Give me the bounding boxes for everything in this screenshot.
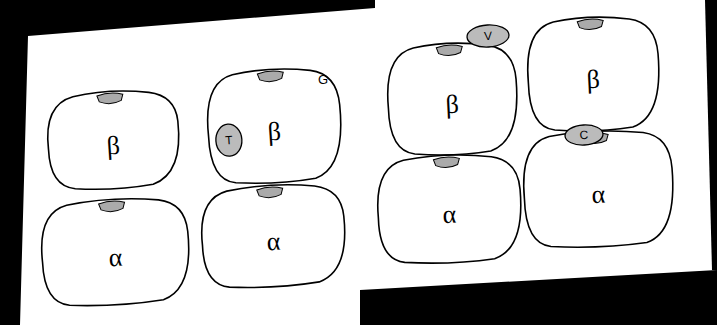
subunit-label: α bbox=[266, 227, 282, 258]
site-label: V bbox=[484, 29, 493, 43]
tubulin-subunit: α bbox=[197, 181, 350, 291]
tubulin-subunit: α bbox=[519, 128, 677, 250]
subunit-label: β bbox=[106, 131, 121, 162]
binding-site: V bbox=[465, 23, 510, 49]
dark-corner bbox=[360, 270, 717, 325]
tubulin-subunit: β bbox=[383, 41, 521, 158]
tubulin-subunit: β bbox=[43, 87, 183, 192]
site-label: T bbox=[225, 133, 233, 147]
subunit-label: β bbox=[586, 65, 601, 96]
binding-site: T bbox=[214, 122, 244, 158]
site-label: G bbox=[318, 72, 328, 87]
tubulin-subunit: α bbox=[373, 152, 524, 265]
dark-corner bbox=[0, 0, 375, 325]
subunit-label: β bbox=[267, 117, 282, 148]
site-label: C bbox=[579, 128, 588, 142]
binding-site: C bbox=[563, 123, 604, 147]
subunit-label: α bbox=[108, 243, 124, 274]
subunit-label: α bbox=[591, 180, 606, 211]
tubulin-subunit: β bbox=[523, 15, 663, 134]
subunit-label: β bbox=[445, 90, 460, 121]
dark-edge bbox=[705, 0, 717, 270]
tubulin-subunit: α bbox=[37, 195, 194, 309]
subunit-label: α bbox=[442, 200, 457, 231]
